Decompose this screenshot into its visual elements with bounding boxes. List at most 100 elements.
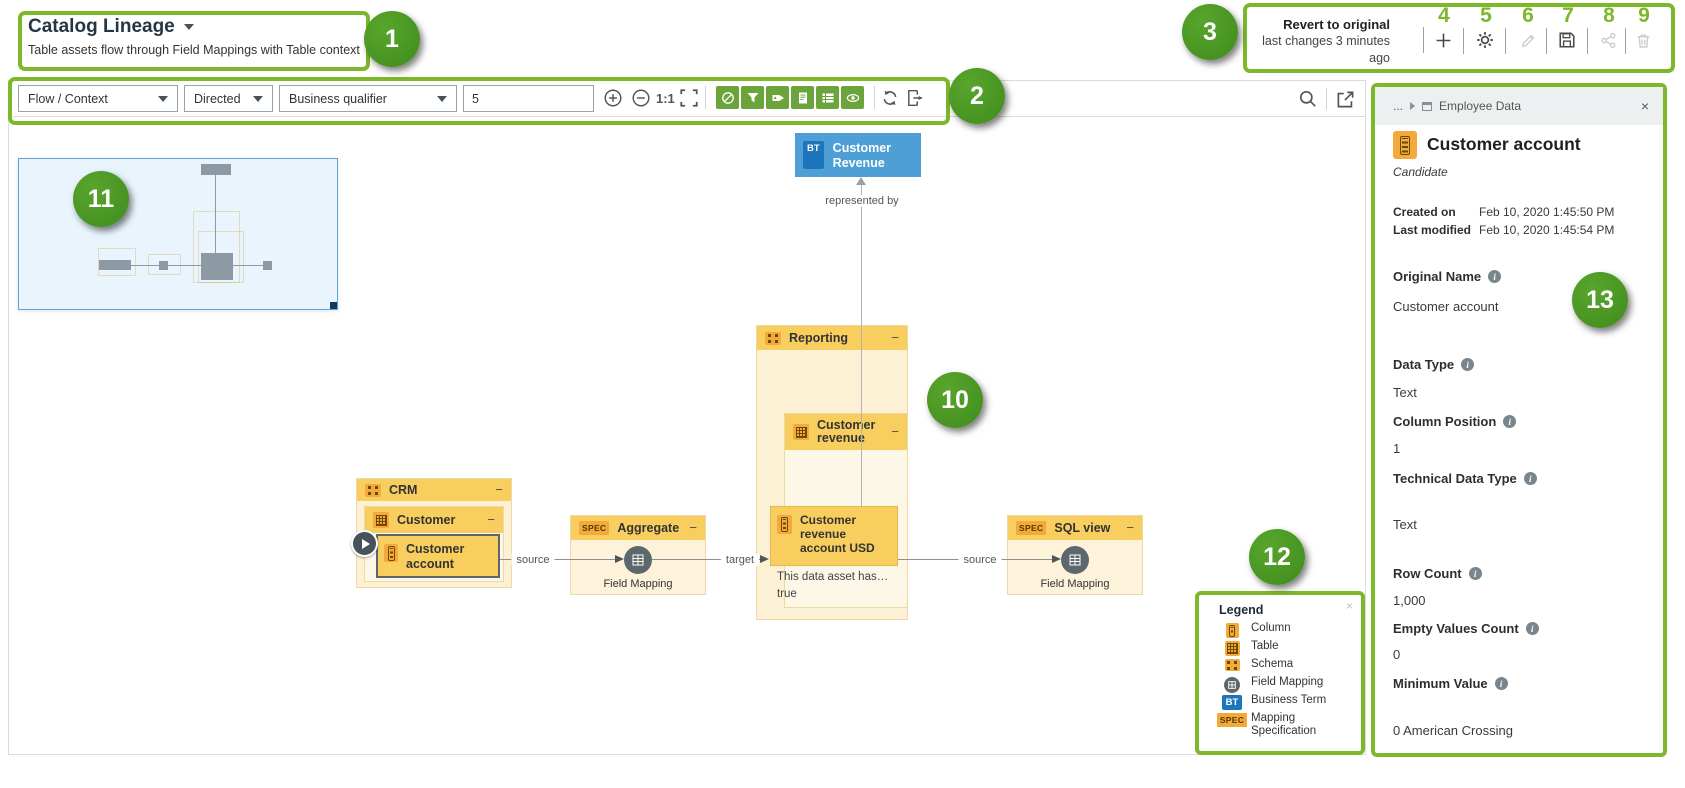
toggle-slash-circle-icon[interactable] bbox=[716, 86, 739, 109]
breadcrumb-item[interactable]: Employee Data bbox=[1439, 99, 1522, 113]
flow-context-value: Flow / Context bbox=[28, 91, 108, 106]
divider bbox=[1505, 28, 1506, 54]
label-tag-icon[interactable] bbox=[766, 86, 789, 109]
annotation-number-8: 8 bbox=[1603, 4, 1615, 27]
search-icon[interactable] bbox=[1296, 87, 1320, 111]
legend-title: Legend bbox=[1219, 603, 1264, 617]
info-icon[interactable] bbox=[1488, 270, 1502, 283]
divider bbox=[1463, 28, 1464, 54]
collapse-icon[interactable]: − bbox=[891, 330, 899, 345]
save-icon[interactable] bbox=[1556, 29, 1578, 51]
view-title-dropdown[interactable]: Catalog Lineage bbox=[28, 16, 360, 38]
field-mapping-icon[interactable] bbox=[624, 546, 652, 574]
open-in-new-icon[interactable] bbox=[1333, 87, 1357, 111]
field-label-row-count: Row Count bbox=[1393, 566, 1482, 581]
settings-gear-icon[interactable] bbox=[1474, 29, 1496, 51]
revert-title: Revert to original bbox=[1283, 17, 1390, 32]
divider bbox=[1546, 28, 1547, 54]
info-icon[interactable] bbox=[1523, 472, 1537, 485]
minimap-ghost-container bbox=[148, 254, 181, 275]
fit-to-screen-icon[interactable] bbox=[677, 86, 701, 110]
list-icon[interactable] bbox=[816, 86, 839, 109]
eye-icon[interactable] bbox=[841, 86, 864, 109]
collapse-icon[interactable]: − bbox=[689, 520, 697, 535]
minimap-node bbox=[263, 261, 272, 270]
field-label-empty-values-count: Empty Values Count bbox=[1393, 621, 1539, 636]
info-icon[interactable] bbox=[1494, 677, 1508, 690]
minimap-resize-handle[interactable] bbox=[330, 302, 337, 309]
field-value-data-type: Text bbox=[1393, 385, 1417, 400]
delete-trash-icon[interactable] bbox=[1632, 29, 1654, 51]
annotation-circle-3: 3 bbox=[1182, 4, 1238, 60]
annotation-number-9: 9 bbox=[1638, 4, 1650, 27]
arrow-right-icon bbox=[615, 555, 624, 563]
legend-item-mapping-specification: SPEC Mapping Specification bbox=[1213, 712, 1343, 738]
field-mapping-icon bbox=[1213, 676, 1251, 693]
zoom-out-icon[interactable] bbox=[629, 86, 653, 110]
document-icon[interactable] bbox=[791, 86, 814, 109]
legend-panel: Legend × Column Table Schema Field Mappi… bbox=[1195, 591, 1365, 755]
info-icon[interactable] bbox=[1525, 622, 1539, 635]
spec-badge: SPEC bbox=[579, 521, 610, 535]
schema-header-crm[interactable]: CRM − bbox=[357, 479, 511, 501]
zoom-in-icon[interactable] bbox=[601, 86, 625, 110]
business-term-badge: BT bbox=[803, 141, 824, 169]
edge-label-source-left: source bbox=[511, 554, 555, 566]
field-mapping-icon[interactable] bbox=[1061, 546, 1089, 574]
column-icon bbox=[1393, 131, 1417, 159]
info-icon[interactable] bbox=[1468, 567, 1482, 580]
spec-header-aggregate[interactable]: SPEC Aggregate − bbox=[571, 516, 705, 540]
breadcrumb-ellipsis[interactable]: ... bbox=[1393, 99, 1404, 113]
legend-item-field-mapping: Field Mapping bbox=[1213, 676, 1343, 693]
container-title: Reporting bbox=[789, 330, 849, 345]
qualifier-select[interactable]: Business qualifier bbox=[279, 85, 457, 112]
info-icon[interactable] bbox=[1503, 415, 1517, 428]
data-asset-icon bbox=[1422, 101, 1433, 111]
close-icon[interactable]: × bbox=[1345, 599, 1353, 613]
minimap[interactable] bbox=[18, 158, 338, 310]
qualifier-value: Business qualifier bbox=[289, 91, 387, 106]
edit-pencil-icon[interactable] bbox=[1516, 29, 1538, 51]
annotation-circle-1: 1 bbox=[364, 11, 420, 67]
add-icon[interactable] bbox=[1432, 29, 1454, 51]
collapse-icon[interactable]: − bbox=[1126, 520, 1134, 535]
schema-header-reporting[interactable]: Reporting − bbox=[757, 326, 907, 350]
field-value-minimum-value: 0 American Crossing bbox=[1393, 723, 1513, 738]
edge-source-left bbox=[500, 559, 617, 560]
toolbar-separator bbox=[8, 116, 1366, 117]
field-value-original-name: Customer account bbox=[1393, 299, 1499, 314]
actual-size-button[interactable]: 1:1 bbox=[656, 91, 675, 106]
chevron-down-icon bbox=[253, 95, 263, 102]
annotation-number-6: 6 bbox=[1522, 4, 1534, 27]
direction-select[interactable]: Directed bbox=[184, 85, 273, 112]
spec-header-sql-view[interactable]: SPEC SQL view − bbox=[1008, 516, 1142, 540]
collapse-icon[interactable]: − bbox=[495, 482, 503, 497]
depth-input[interactable] bbox=[463, 85, 594, 112]
container-title: CRM bbox=[389, 482, 418, 497]
filter-funnel-icon[interactable] bbox=[741, 86, 764, 109]
refresh-icon[interactable] bbox=[878, 86, 902, 110]
close-icon[interactable]: × bbox=[1640, 98, 1649, 114]
share-icon[interactable] bbox=[1597, 29, 1619, 51]
collapse-icon[interactable]: − bbox=[487, 512, 495, 527]
flow-context-select[interactable]: Flow / Context bbox=[18, 85, 178, 112]
schema-icon bbox=[365, 483, 381, 497]
schema-icon bbox=[1213, 658, 1251, 671]
info-icon[interactable] bbox=[1461, 358, 1475, 371]
table-header-customer[interactable]: Customer − bbox=[365, 507, 503, 533]
collapse-icon[interactable]: − bbox=[891, 424, 899, 439]
revert-to-original-button[interactable]: Revert to original last changes 3 minute… bbox=[1240, 16, 1390, 67]
breadcrumb[interactable]: ... Employee Data bbox=[1393, 99, 1521, 113]
divider bbox=[1587, 28, 1588, 54]
field-mapping-label: Field Mapping bbox=[1040, 578, 1110, 590]
play-expand-icon[interactable] bbox=[351, 530, 378, 557]
export-icon[interactable] bbox=[903, 86, 927, 110]
legend-item-business-term: BT Business Term bbox=[1213, 694, 1343, 710]
